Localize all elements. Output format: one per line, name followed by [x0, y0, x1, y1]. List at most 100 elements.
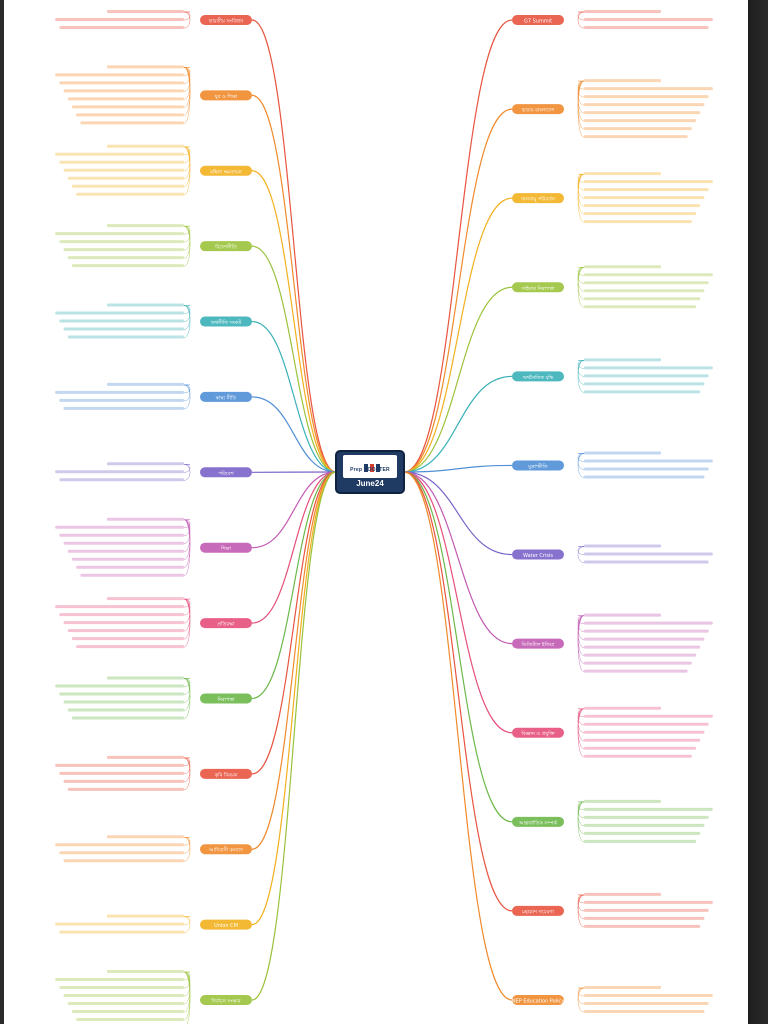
- topic-node[interactable]: সাইবার নিরাপত্তা: [512, 282, 564, 293]
- leaf-text-line: [59, 771, 184, 775]
- topic-node[interactable]: নির্বাচন সংস্কার: [200, 995, 252, 1005]
- topic-node-pill: [200, 844, 252, 855]
- topic-node[interactable]: Union CM: [200, 919, 252, 930]
- topic-node-pill: [512, 905, 564, 916]
- topic-node-label: মুদ্রাস্ফীতি: [527, 463, 548, 470]
- leaf-text-line: [59, 398, 184, 402]
- topic-node[interactable]: নিরাপত্তা: [200, 693, 252, 704]
- topic-node[interactable]: মহাকাশ গবেষণা: [512, 905, 564, 916]
- topic-node-label: G7 Summit: [524, 19, 552, 25]
- topic-node[interactable]: আদিবাসী কল্যাণ: [200, 844, 252, 855]
- leaf-connector: [577, 80, 585, 138]
- leaf-text-line: [584, 265, 661, 269]
- topic-node-label: যুব ও শিক্ষা: [214, 94, 238, 100]
- branch-connector: [251, 471, 337, 926]
- leaf-text-line: [59, 692, 184, 696]
- leaf-text-line: [584, 451, 661, 455]
- topic-node[interactable]: NEP Education Policy: [512, 995, 564, 1005]
- topic-node-label: নির্বাচন সংস্কার: [210, 998, 240, 1005]
- leaf-text-line: [584, 390, 701, 394]
- topic-node[interactable]: অর্থনীতি সংকট: [200, 316, 252, 327]
- branch-connector: [403, 471, 513, 556]
- topic-node[interactable]: ভারতীয় সংবিধান: [200, 15, 252, 25]
- leaf-text-line: [584, 746, 696, 750]
- branch-connector: [403, 197, 513, 473]
- leaf-text-line: [584, 986, 661, 989]
- topic-node[interactable]: বিদেশনীতি: [200, 241, 252, 252]
- topic-node[interactable]: বিজ্ঞান ও প্রযুক্তি: [512, 727, 564, 738]
- topic-node-label: পরিবেশ: [218, 471, 234, 477]
- branch-connector: [251, 471, 337, 624]
- leaf-text-line: [584, 103, 705, 107]
- leaf-group: [577, 79, 713, 139]
- leaf-text-line: [584, 916, 705, 920]
- leaf-group: [55, 144, 191, 196]
- topic-node-pill: [200, 919, 252, 930]
- leaf-text-line: [72, 105, 184, 109]
- leaf-connector: [577, 987, 585, 1013]
- leaf-text-line: [584, 994, 713, 997]
- topic-node[interactable]: শিক্ষা: [200, 542, 252, 553]
- topic-node[interactable]: জলবায়ু পরিবর্তন: [512, 193, 564, 204]
- leaf-text-line: [63, 994, 184, 997]
- topic-node[interactable]: G7 Summit: [512, 15, 564, 25]
- logo-text: Prep BOOSTER: [350, 467, 390, 473]
- leaf-text-line: [80, 121, 184, 125]
- leaf-text-line: [584, 924, 701, 928]
- leaf-text-line: [584, 754, 692, 758]
- leaf-text-line: [59, 930, 184, 934]
- topic-node-label: বিদেশনীতি: [214, 244, 237, 251]
- leaf-text-line: [67, 787, 184, 791]
- leaf-text-line: [584, 196, 705, 200]
- leaf-text-line: [584, 305, 696, 309]
- leaf-text-line: [107, 597, 184, 601]
- leaf-group: [55, 462, 191, 482]
- topic-node[interactable]: অর্থনৈতিক বৃদ্ধি: [512, 371, 564, 382]
- leaf-text-line: [584, 119, 696, 123]
- leaf-text-line: [107, 10, 184, 13]
- branch-connector: [251, 471, 337, 775]
- leaf-text-line: [59, 319, 184, 323]
- topic-node[interactable]: প্রতিরক্ষা: [200, 618, 252, 629]
- leaf-text-line: [63, 541, 184, 545]
- topic-node[interactable]: ভারত-বাংলাদেশ: [512, 104, 564, 115]
- topic-node[interactable]: আন্তর্জাতিক সম্পর্ক: [512, 816, 564, 827]
- leaf-connector: [183, 464, 191, 481]
- leaf-text-line: [107, 970, 184, 973]
- topic-node-pill: [200, 90, 252, 101]
- branch-connector: [403, 471, 513, 645]
- leaf-connector: [183, 67, 191, 124]
- leaf-text-line: [55, 684, 185, 688]
- topic-node[interactable]: যুব ও শিক্ষা: [200, 90, 252, 101]
- central-node[interactable]: Prep BOOSTER June24: [337, 452, 403, 492]
- leaf-group: [55, 517, 191, 577]
- leaf-text-line: [584, 382, 705, 386]
- topic-node-label: মহিলা ক্ষমতায়ন: [209, 169, 243, 175]
- leaf-text-line: [584, 637, 705, 641]
- branch-connector: [403, 375, 513, 473]
- central-node-title: June24: [356, 479, 384, 488]
- leaf-text-line: [55, 232, 185, 236]
- topic-node-pill: [512, 816, 564, 827]
- leaf-text-line: [67, 1002, 184, 1005]
- topic-node[interactable]: কৃষি বিষয়ক: [200, 768, 252, 779]
- leaf-text-line: [584, 135, 688, 139]
- topic-node[interactable]: Water Crisis: [512, 549, 564, 560]
- leaf-text-line: [584, 738, 701, 742]
- leaf-text-line: [584, 799, 661, 803]
- leaf-text-line: [107, 462, 184, 466]
- branch-connector: [251, 471, 337, 850]
- topic-node[interactable]: মুদ্রাস্ফীতি: [512, 460, 564, 471]
- topic-node[interactable]: ডিজিটাল ইন্ডিয়া: [512, 638, 564, 649]
- leaf-text-line: [72, 1010, 184, 1013]
- topic-node[interactable]: স্বাস্থ্য নীতি: [200, 391, 252, 402]
- topic-node-pill: [200, 618, 252, 629]
- leaf-text-line: [63, 406, 184, 410]
- leaf-text-line: [76, 565, 184, 569]
- topic-node-pill: [512, 549, 564, 560]
- topic-node[interactable]: পরিবেশ: [200, 467, 252, 478]
- leaf-text-line: [55, 18, 185, 21]
- topic-node[interactable]: মহিলা ক্ষমতায়ন: [200, 165, 252, 176]
- branch-connector: [403, 286, 513, 473]
- leaf-text-line: [584, 552, 713, 556]
